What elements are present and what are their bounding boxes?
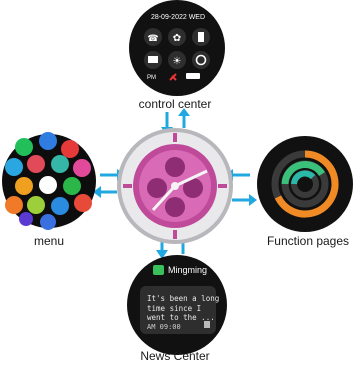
function-pages-watch bbox=[257, 136, 353, 232]
battery-icon bbox=[186, 73, 200, 79]
news-app-name: Mingming bbox=[168, 265, 208, 275]
activity-ring-outer bbox=[274, 150, 339, 218]
svg-text:✿: ✿ bbox=[173, 33, 181, 44]
label-control-center: control center bbox=[138, 97, 212, 111]
label-function-pages: Function pages bbox=[266, 234, 350, 248]
svg-text:☀: ☀ bbox=[173, 56, 182, 67]
steering-icon bbox=[192, 51, 210, 69]
control-center-date: 28-09-2022 WED bbox=[150, 14, 206, 21]
label-menu: menu bbox=[33, 234, 65, 248]
link-icon bbox=[169, 73, 177, 81]
news-message: It's been a long time since I went to th… bbox=[147, 294, 220, 322]
menu-watch bbox=[2, 132, 96, 230]
news-time: AM 09:00 bbox=[147, 323, 181, 331]
control-center-watch: ☎ ✿ ☀ bbox=[129, 0, 225, 96]
activity-ring-middle bbox=[281, 161, 325, 185]
svg-text:☎: ☎ bbox=[147, 34, 158, 44]
activity-ring-inner bbox=[291, 170, 316, 185]
settings-icon bbox=[168, 28, 186, 46]
delete-icon bbox=[204, 321, 210, 328]
app-grid bbox=[5, 132, 92, 230]
message-card bbox=[140, 286, 216, 334]
main-watch-face bbox=[117, 128, 233, 244]
message-app-icon bbox=[153, 265, 164, 275]
phone-icon bbox=[144, 28, 162, 46]
label-news-center: News Center bbox=[140, 349, 210, 363]
brightness-icon bbox=[168, 51, 186, 69]
control-center-period: PM bbox=[147, 75, 156, 81]
news-center-watch bbox=[127, 255, 227, 355]
